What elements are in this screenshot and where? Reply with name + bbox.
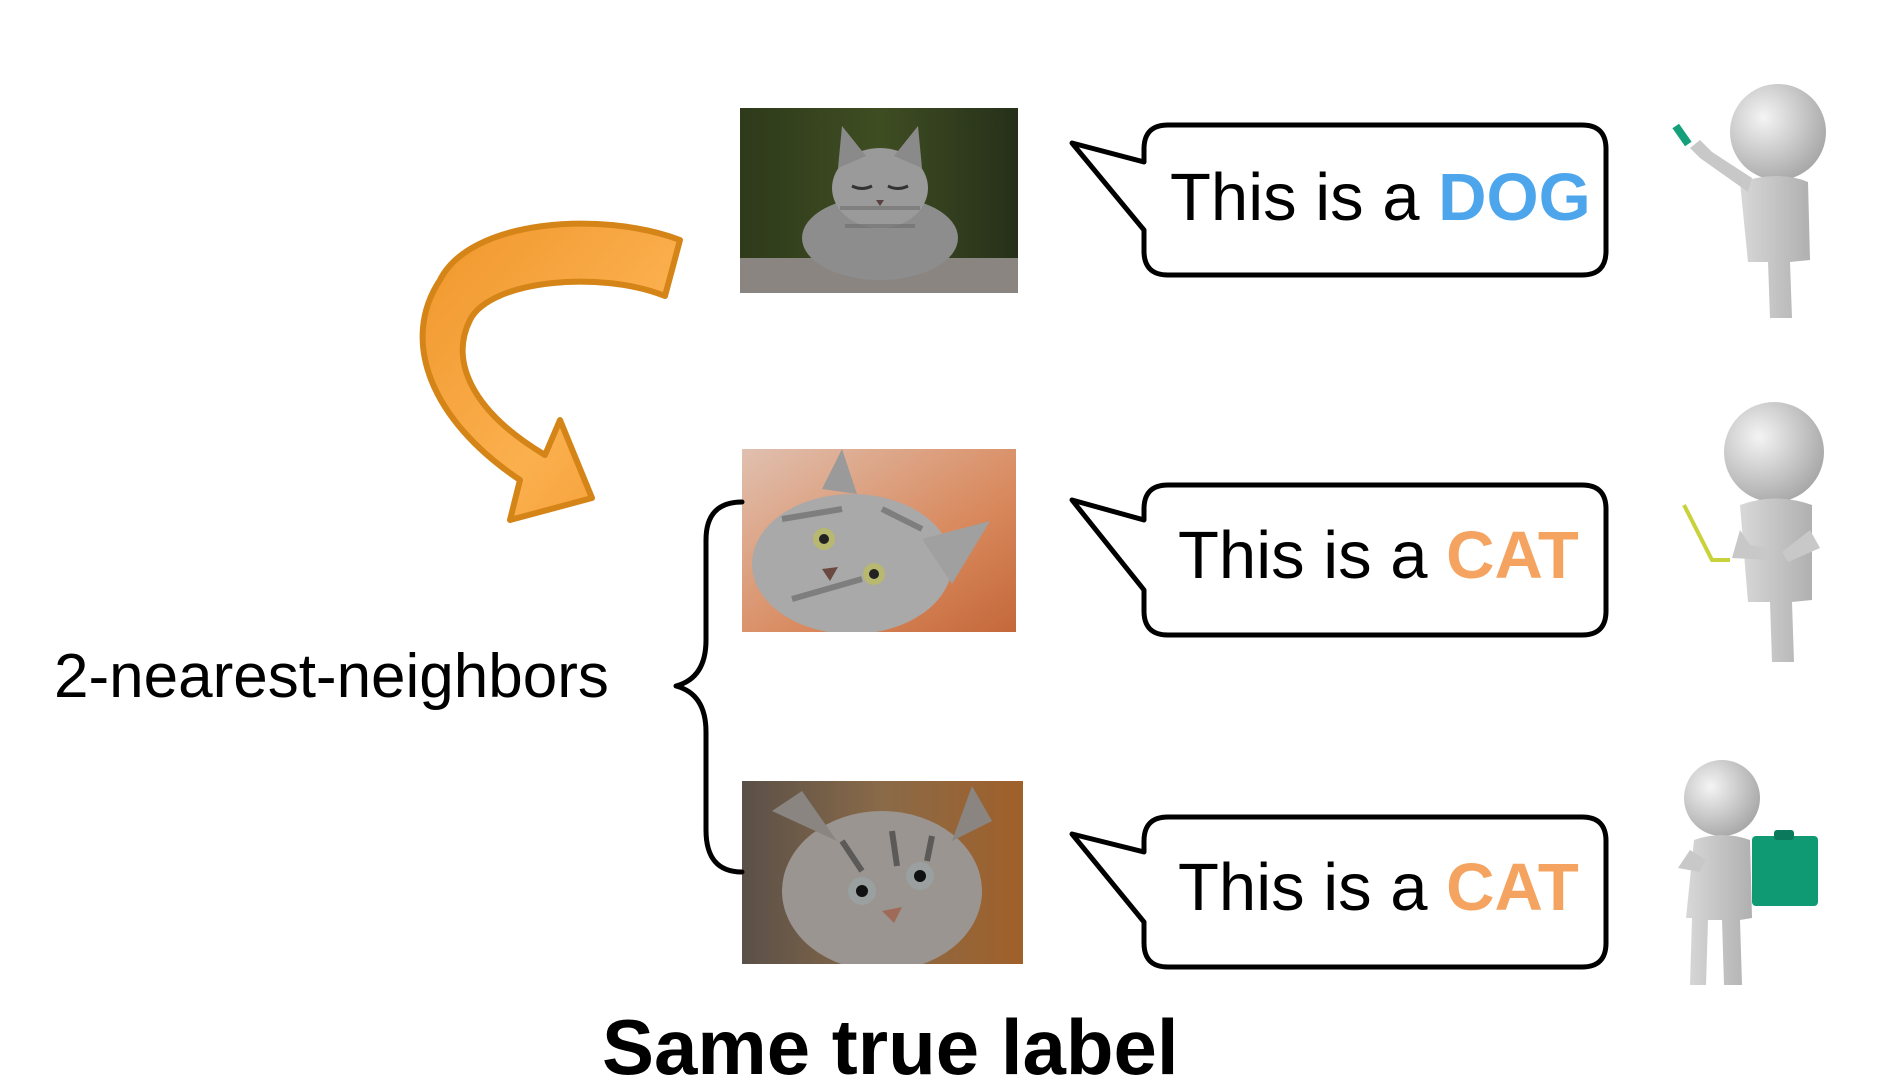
neighbor-cat-photo-1 <box>742 449 1016 632</box>
bubble-prefix-2: This is a <box>1178 518 1447 593</box>
bubble-text-1: This is a DOG <box>1170 164 1591 231</box>
bubble-label-3: CAT <box>1446 850 1579 925</box>
caption: Same true label <box>602 1003 1179 1091</box>
bubble-text-2: This is a CAT <box>1178 522 1579 589</box>
bubble-label-2: CAT <box>1446 518 1579 593</box>
knn-label: 2-nearest-neighbors <box>54 642 609 711</box>
bubble-label-1: DOG <box>1438 160 1591 235</box>
bubble-prefix-3: This is a <box>1178 850 1447 925</box>
query-cat-photo <box>740 108 1018 293</box>
annotator-3 <box>1678 760 1818 985</box>
bubble-prefix-1: This is a <box>1170 160 1439 235</box>
speech-bubble-2 <box>1069 482 1609 638</box>
neighbor-cat-photo-2 <box>742 781 1023 964</box>
annotator-1 <box>1672 84 1826 318</box>
annotator-2 <box>1682 402 1824 662</box>
speech-bubble-1 <box>1069 122 1609 278</box>
bubble-text-3: This is a CAT <box>1178 854 1579 921</box>
speech-bubble-3 <box>1069 814 1609 970</box>
